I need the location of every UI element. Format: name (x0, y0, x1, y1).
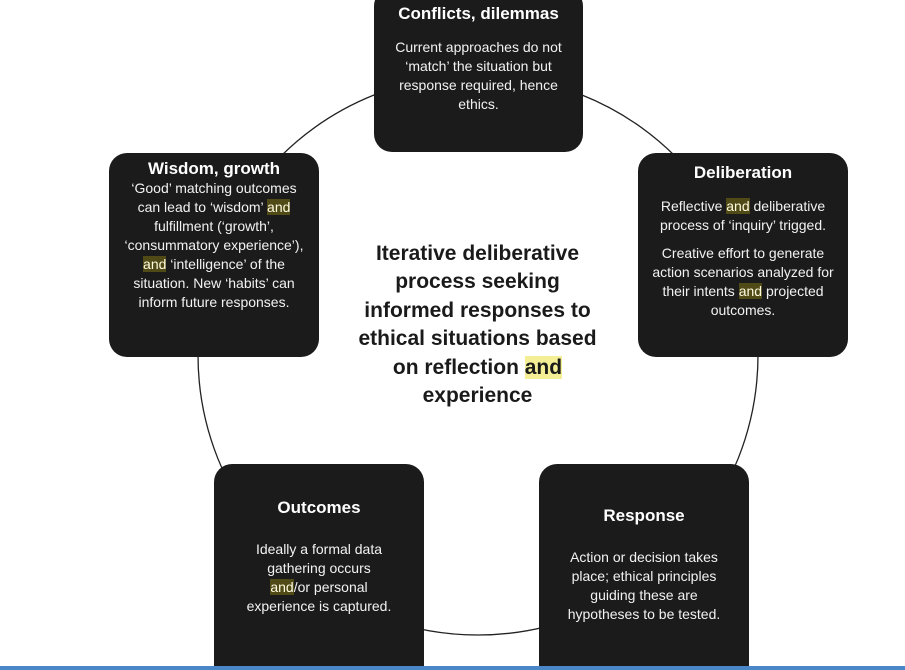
deliberation-p1-end: deliberative process of ‘inquiry’ trigge… (660, 198, 827, 233)
wisdom-box: Wisdom, growth ‘Good’ matching outcomes … (109, 153, 319, 357)
center-title: Iterative deliberative process seeking i… (355, 240, 600, 410)
deliberation-p1-highlight: and (726, 198, 750, 214)
conflicts-body: Current approaches do not ‘match’ the si… (395, 39, 562, 112)
deliberation-p2-highlight: and (738, 283, 763, 299)
wisdom-title: Wisdom, growth (147, 159, 281, 178)
conflicts-title: Conflicts, dilemmas (398, 4, 559, 23)
outcomes-title: Outcomes (277, 498, 361, 517)
deliberation-title: Deliberation (693, 163, 793, 182)
center-title-highlight: and (524, 355, 563, 379)
wisdom-highlight-1: and (267, 199, 291, 215)
wisdom-highlight-2: and (143, 256, 167, 272)
conflicts-box: Conflicts, dilemmas Current approaches d… (374, 0, 583, 152)
response-title: Response (603, 506, 685, 525)
deliberation-p2-start: Creative effort to generate action scena… (652, 245, 834, 299)
center-title-text: Iterative deliberative process seeking i… (358, 242, 597, 379)
deliberation-paragraph-2: Creative effort to generate action scena… (646, 244, 840, 320)
deliberation-paragraph-1: Reflective and deliberative process of ‘… (646, 197, 840, 235)
deliberation-p2-end: projected outcomes. (710, 283, 824, 318)
outcomes-highlight: and (270, 579, 294, 595)
bottom-edge-bar (0, 666, 905, 670)
outcomes-text-b: /or personal experience is captured. (246, 579, 392, 614)
outcomes-body: Ideally a formal data gathering occurs a… (222, 540, 416, 616)
response-box: Response Action or decision takes place;… (539, 464, 749, 670)
center-title-end: experience (422, 384, 533, 408)
outcomes-box: Outcomes Ideally a formal data gathering… (214, 464, 424, 670)
response-body: Action or decision takes place; ethical … (567, 549, 721, 622)
deliberation-p1-start: Reflective (660, 198, 723, 214)
wisdom-text-b: fulfillment (‘growth’, ‘consummatory exp… (124, 218, 304, 253)
wisdom-body: ‘Good’ matching outcomes can lead to ‘wi… (117, 179, 311, 312)
wisdom-text-a: ‘Good’ matching outcomes can lead to ‘wi… (131, 180, 297, 215)
deliberation-box: Deliberation Reflective and deliberative… (638, 153, 848, 357)
wisdom-text-c: ‘intelligence’ of the situation. New ‘ha… (133, 256, 295, 310)
outcomes-text-a: Ideally a formal data gathering occurs (255, 541, 383, 576)
